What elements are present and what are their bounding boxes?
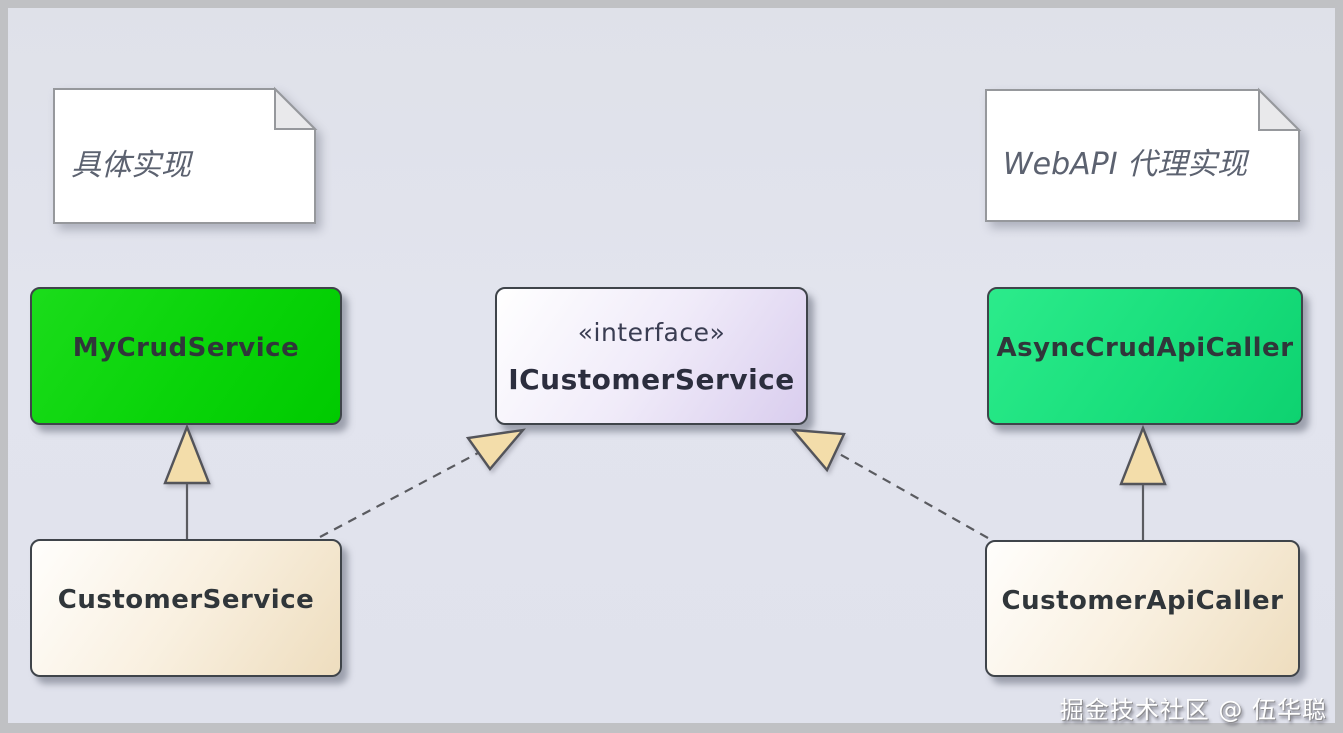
realization-arrow-customerapicaller-icustomerservice <box>790 428 989 539</box>
interface-icustomerservice: «interface» ICustomerService <box>495 287 808 425</box>
stereotype-label: «interface» <box>577 318 726 347</box>
note-text: 具体实现 <box>71 147 191 183</box>
note-text: WebAPI 代理实现 <box>1003 147 1248 183</box>
class-name: AsyncCrudApiCaller <box>996 333 1294 363</box>
note-shape <box>53 86 318 224</box>
generalization-arrow-customerapicaller-asynccrudapicaller <box>1119 424 1167 540</box>
class-name: ICustomerService <box>508 363 795 396</box>
note-shape <box>985 87 1302 222</box>
class-name: CustomerService <box>57 585 315 615</box>
class-name: MyCrudService <box>72 333 300 363</box>
note-concrete-implementation: 具体实现 <box>53 86 318 225</box>
class-customerservice: CustomerService <box>30 539 342 677</box>
class-mycrudservice: MyCrudService <box>30 287 342 425</box>
class-asynccrudapicaller: AsyncCrudApiCaller <box>987 287 1303 425</box>
realization-arrow-customerservice-icustomerservice <box>319 428 526 538</box>
generalization-arrow-customerservice-mycrudservice <box>163 423 211 539</box>
class-customerapicaller: CustomerApiCaller <box>985 540 1300 677</box>
watermark-text: 掘金技术社区 @ 伍华聪 <box>1059 696 1327 724</box>
class-name: CustomerApiCaller <box>1001 586 1284 616</box>
note-webapi-proxy-implementation: WebAPI 代理实现 <box>985 87 1302 223</box>
